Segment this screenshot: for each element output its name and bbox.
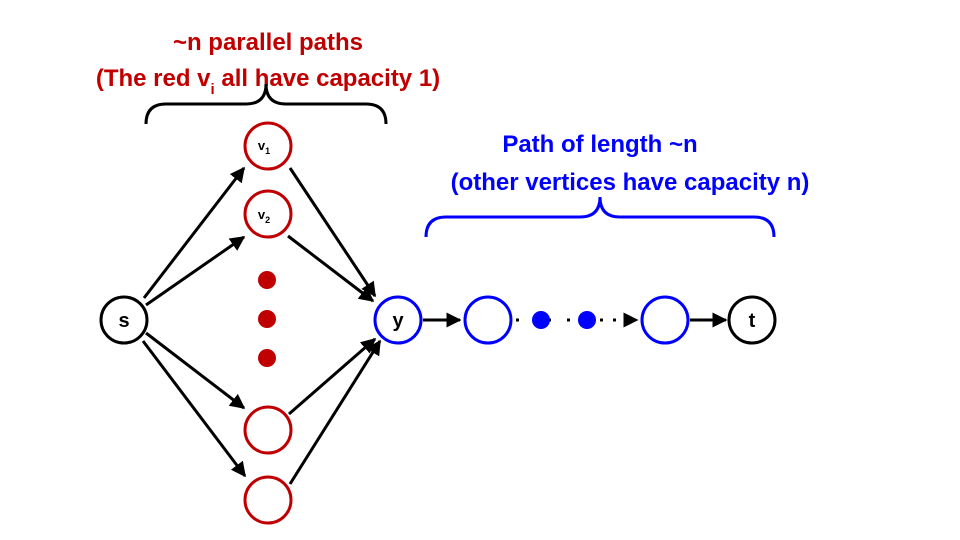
path-length-title: Path of length ~n [502,131,697,158]
path-length-subtitle: (other vertices have capacity n) [451,169,810,196]
node-v2-label: v2 [258,207,270,225]
right-brace [424,196,776,238]
node-t: t [727,295,777,345]
ellipsis-dot [258,310,276,328]
ellipsis-dot [258,271,276,289]
node-y-label: y [392,310,404,332]
edge-v1-y [288,167,377,298]
ellipsis-dot [258,349,276,367]
node-v1: v1 [243,121,293,171]
node-s: s [99,295,149,345]
edges-s-to-parallel [141,166,247,478]
node-t-label: t [749,310,756,332]
node-path-1 [463,295,513,345]
parallel-paths-subtitle: (The red vi all have capacity 1) [96,65,440,98]
node-v1-label: v1 [258,138,270,156]
parallel-paths-title: ~n parallel paths [173,29,363,56]
edge-s-v3 [145,331,246,410]
edge-v4-y [288,339,382,485]
node-v2: v2 [243,189,293,239]
edge-s-v1 [142,166,246,299]
node-v3 [243,405,293,455]
edges-parallel-to-y [287,167,382,485]
edge-v2-y [287,234,375,303]
edge-v3-y [288,337,377,416]
node-s-label: s [118,310,129,332]
path-ellipsis-dot [578,311,596,329]
left-brace [144,83,388,125]
node-v4 [243,475,293,525]
node-y: y [373,295,423,345]
edge-s-v4 [141,340,247,478]
node-path-2 [640,295,690,345]
vertical-ellipsis [258,271,276,367]
path-ellipsis-dot [532,311,550,329]
edge-s-v2 [145,235,246,307]
